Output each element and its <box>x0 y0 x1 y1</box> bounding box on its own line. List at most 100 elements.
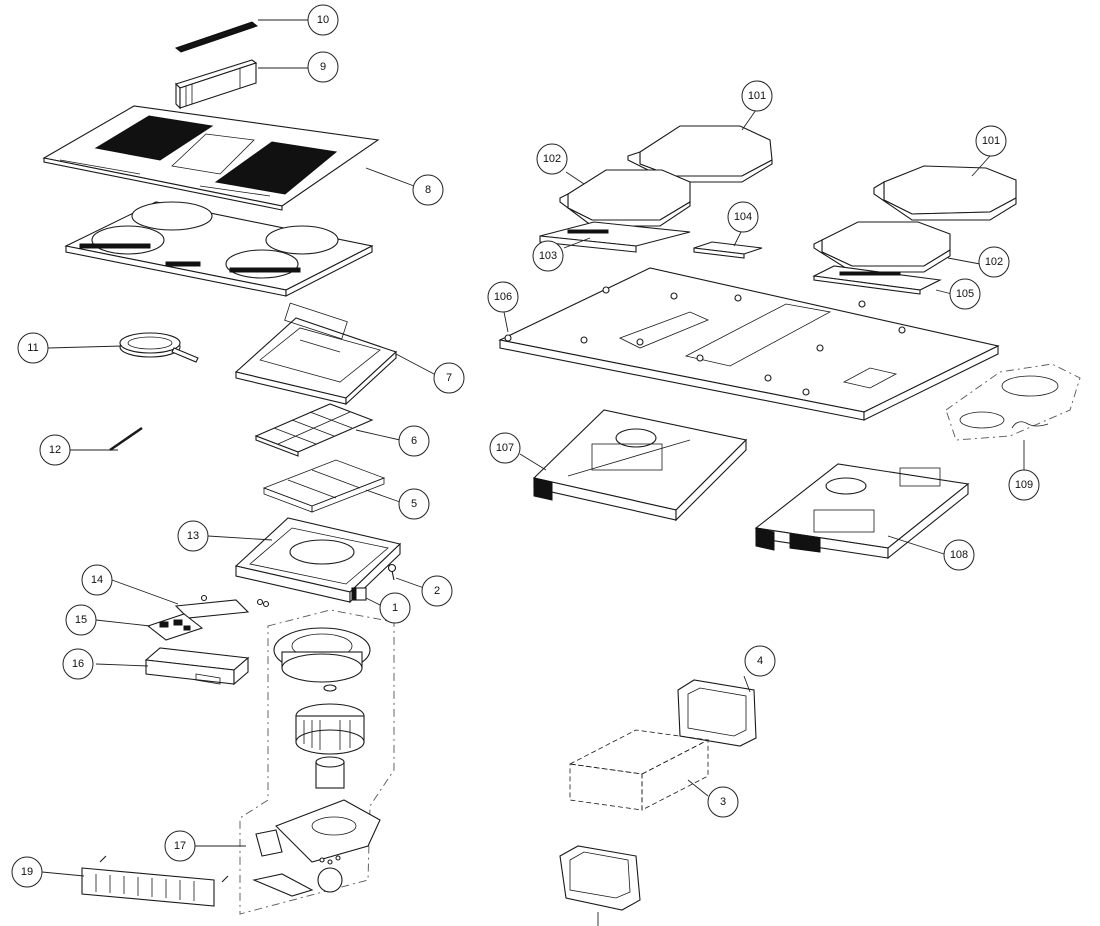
callout-label: 109 <box>1015 479 1033 491</box>
callout-circle <box>943 539 975 571</box>
part-105-strip <box>812 265 942 295</box>
callout-circle <box>164 830 196 862</box>
callout-circle <box>949 278 981 310</box>
callout-circle <box>1008 469 1040 501</box>
callout-label: 6 <box>411 435 417 447</box>
callout-label: 3 <box>720 796 726 808</box>
callout-label: 104 <box>734 211 752 223</box>
callout-label: 19 <box>21 866 33 878</box>
callout-label: 8 <box>425 184 431 196</box>
part-101-coil-top-right <box>873 165 1017 221</box>
part-104-strip <box>693 241 763 259</box>
callout-circle <box>398 488 430 520</box>
part-106-main-plate <box>498 267 1000 421</box>
callout-label: 11 <box>27 342 38 354</box>
callout-5: 5 <box>398 488 430 520</box>
part-13-base-frame <box>234 517 402 604</box>
callout-circle <box>532 240 564 272</box>
part-19-side-vent <box>81 855 229 907</box>
leader-lines <box>41 19 1025 926</box>
part-16-tray <box>144 647 250 686</box>
callout-label: 9 <box>320 61 326 73</box>
callout-label: 101 <box>748 90 766 102</box>
callout-circle <box>17 332 49 364</box>
callout-circle <box>975 125 1007 157</box>
part-102-coil-left <box>559 169 691 227</box>
part-103-strip <box>539 221 691 253</box>
callout-19: 19 <box>11 856 43 888</box>
callout-circle <box>744 645 776 677</box>
callout-label: 2 <box>434 585 440 597</box>
callout-circle <box>707 786 739 818</box>
callout-106: 106 <box>487 281 519 313</box>
part-109-cable-set <box>945 363 1081 441</box>
callout-circle <box>307 51 339 83</box>
callout-circle <box>727 201 759 233</box>
part-8-glass-top <box>42 105 380 211</box>
callout-label: 102 <box>985 256 1003 268</box>
part-18-gasket-frame <box>559 845 641 911</box>
part-6-filters <box>254 403 374 457</box>
callout-circle <box>177 520 209 552</box>
callout-107: 107 <box>489 432 521 464</box>
callout-label: 1 <box>392 602 398 614</box>
callout-12: 12 <box>39 434 71 466</box>
callout-101: 101 <box>975 125 1007 157</box>
callout-label: 106 <box>494 291 512 303</box>
callout-circle <box>39 434 71 466</box>
callout-label: 105 <box>956 288 974 300</box>
callout-circle <box>433 362 465 394</box>
callout-label: 4 <box>757 655 763 667</box>
part-4-gasket-frame <box>677 679 757 747</box>
part-14-plate <box>174 594 270 619</box>
callout-circle <box>536 143 568 175</box>
callout-label: 10 <box>317 14 329 26</box>
part-15-pcb <box>146 613 204 641</box>
callout-label: 103 <box>539 250 557 262</box>
callout-1: 1 <box>379 592 411 624</box>
callout-label: 5 <box>411 498 417 510</box>
part-11-tape-roll <box>119 332 199 363</box>
callout-6: 6 <box>398 425 430 457</box>
callout-circle <box>978 246 1010 278</box>
part-3-box <box>568 729 710 811</box>
part-107-board-housing <box>532 409 748 522</box>
callout-label: 108 <box>950 549 968 561</box>
callout-label: 12 <box>49 444 61 456</box>
callout-label: 13 <box>187 530 199 542</box>
callout-9: 9 <box>307 51 339 83</box>
callout-17: 17 <box>164 830 196 862</box>
callout-label: 7 <box>446 372 452 384</box>
part-12-rod <box>109 426 143 452</box>
callout-circle <box>412 174 444 206</box>
callout-circle <box>379 592 411 624</box>
callout-label: 16 <box>72 658 84 670</box>
callout-7: 7 <box>433 362 465 394</box>
callout-103: 103 <box>532 240 564 272</box>
callout-label: 15 <box>75 614 87 626</box>
callout-11: 11 <box>17 332 49 364</box>
callout-14: 14 <box>81 564 113 596</box>
part-102-coil-right <box>813 221 951 273</box>
callout-circle <box>62 648 94 680</box>
callout-15: 15 <box>65 604 97 636</box>
part-2-screw <box>387 563 397 581</box>
callout-13: 13 <box>177 520 209 552</box>
callout-circle <box>489 432 521 464</box>
callout-label: 17 <box>174 840 186 852</box>
callout-circle <box>307 4 339 36</box>
callout-104: 104 <box>727 201 759 233</box>
callout-circle <box>398 425 430 457</box>
callout-label: 107 <box>496 442 514 454</box>
callout-circle <box>81 564 113 596</box>
callout-105: 105 <box>949 278 981 310</box>
part-1-block <box>351 587 367 601</box>
callout-label: 102 <box>543 153 561 165</box>
callout-108: 108 <box>943 539 975 571</box>
callout-2: 2 <box>421 575 453 607</box>
callout-label: 101 <box>982 135 1000 147</box>
callout-circle <box>421 575 453 607</box>
callout-circle <box>65 604 97 636</box>
part-108-board-housing <box>754 463 970 560</box>
callout-102: 102 <box>536 143 568 175</box>
